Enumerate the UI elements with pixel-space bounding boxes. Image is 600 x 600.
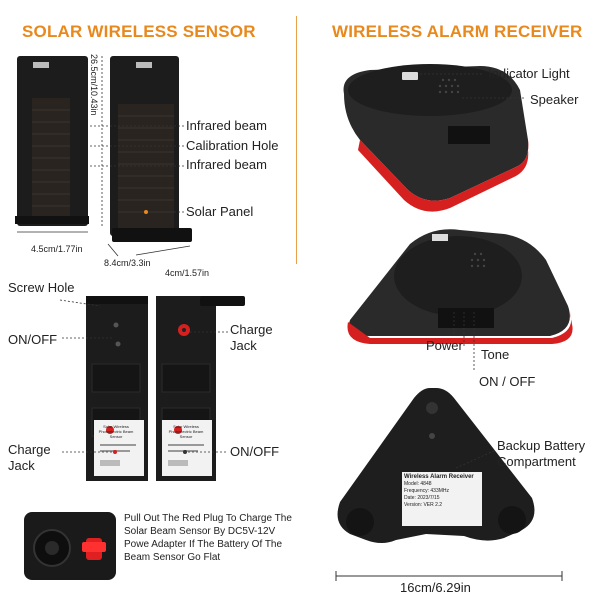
base-dimension: 4cm/1.57in — [165, 268, 210, 278]
solar-sensors-back-image — [59, 296, 245, 481]
section-divider — [296, 16, 297, 264]
power-label: Power — [426, 338, 463, 353]
sticker-text-left: Solar Wireless Photoelectric Beam Sensor — [98, 424, 134, 439]
tone-label: Tone — [481, 347, 510, 362]
on-off-right-label: ON/OFF — [230, 444, 280, 459]
on-off-receiver-label: ON / OFF — [479, 374, 536, 389]
receiver-side-image — [347, 229, 573, 370]
receiver-title: WIRELESS ALARM RECEIVER — [332, 22, 583, 41]
receiver-width-dimension-line — [335, 571, 563, 581]
calibration-hole-label: Calibration Hole — [186, 138, 279, 153]
speaker-label: Speaker — [530, 92, 579, 107]
solar-sensor-title: SOLAR WIRELESS SENSOR — [22, 22, 256, 41]
height-dimension: 26.5cm/10.43in — [89, 54, 99, 116]
plug-note: Pull Out The Red Plug To Charge The Sola… — [124, 513, 292, 563]
infrared-beam-top-label: Infrared beam — [186, 118, 267, 133]
bottom-sticker: Wireless Alarm Receiver Model: 4848 Freq… — [404, 474, 480, 509]
infrared-beam-bottom-label: Infrared beam — [186, 157, 267, 172]
sticker-frequency: Frequency: 433MHz — [404, 488, 450, 494]
solar-sensors-front-image — [15, 56, 192, 257]
sticker-version: Version: VER 2.2 — [404, 502, 443, 508]
sticker-model: Model: 4848 — [404, 481, 432, 487]
sticker-title: Wireless Alarm Receiver — [404, 474, 474, 480]
on-off-left-label: ON/OFF — [8, 332, 58, 347]
width-dimension: 4.5cm/1.77in — [31, 244, 83, 254]
backup-battery-label: Backup Battery Compartment — [497, 438, 586, 469]
receiver-top-image — [343, 64, 529, 212]
red-plug-photo — [24, 512, 116, 580]
indicator-light-label: Indicator Light — [488, 66, 570, 81]
solar-panel-label: Solar Panel — [186, 204, 254, 219]
receiver-width-dimension: 16cm/6.29in — [400, 580, 471, 595]
sticker-text-right: Solar Wireless Photoelectric Beam Sensor — [168, 424, 204, 439]
charge-jack-right-label: Charge Jack — [230, 322, 273, 353]
depth-dimension: 8.4cm/3.3in — [104, 258, 151, 268]
charge-jack-left-label: Charge Jack — [8, 442, 51, 473]
screw-hole-label: Screw Hole — [8, 280, 75, 295]
sticker-date: Date: 2023/7/15 — [404, 495, 440, 501]
receiver-bottom-image — [337, 388, 535, 543]
